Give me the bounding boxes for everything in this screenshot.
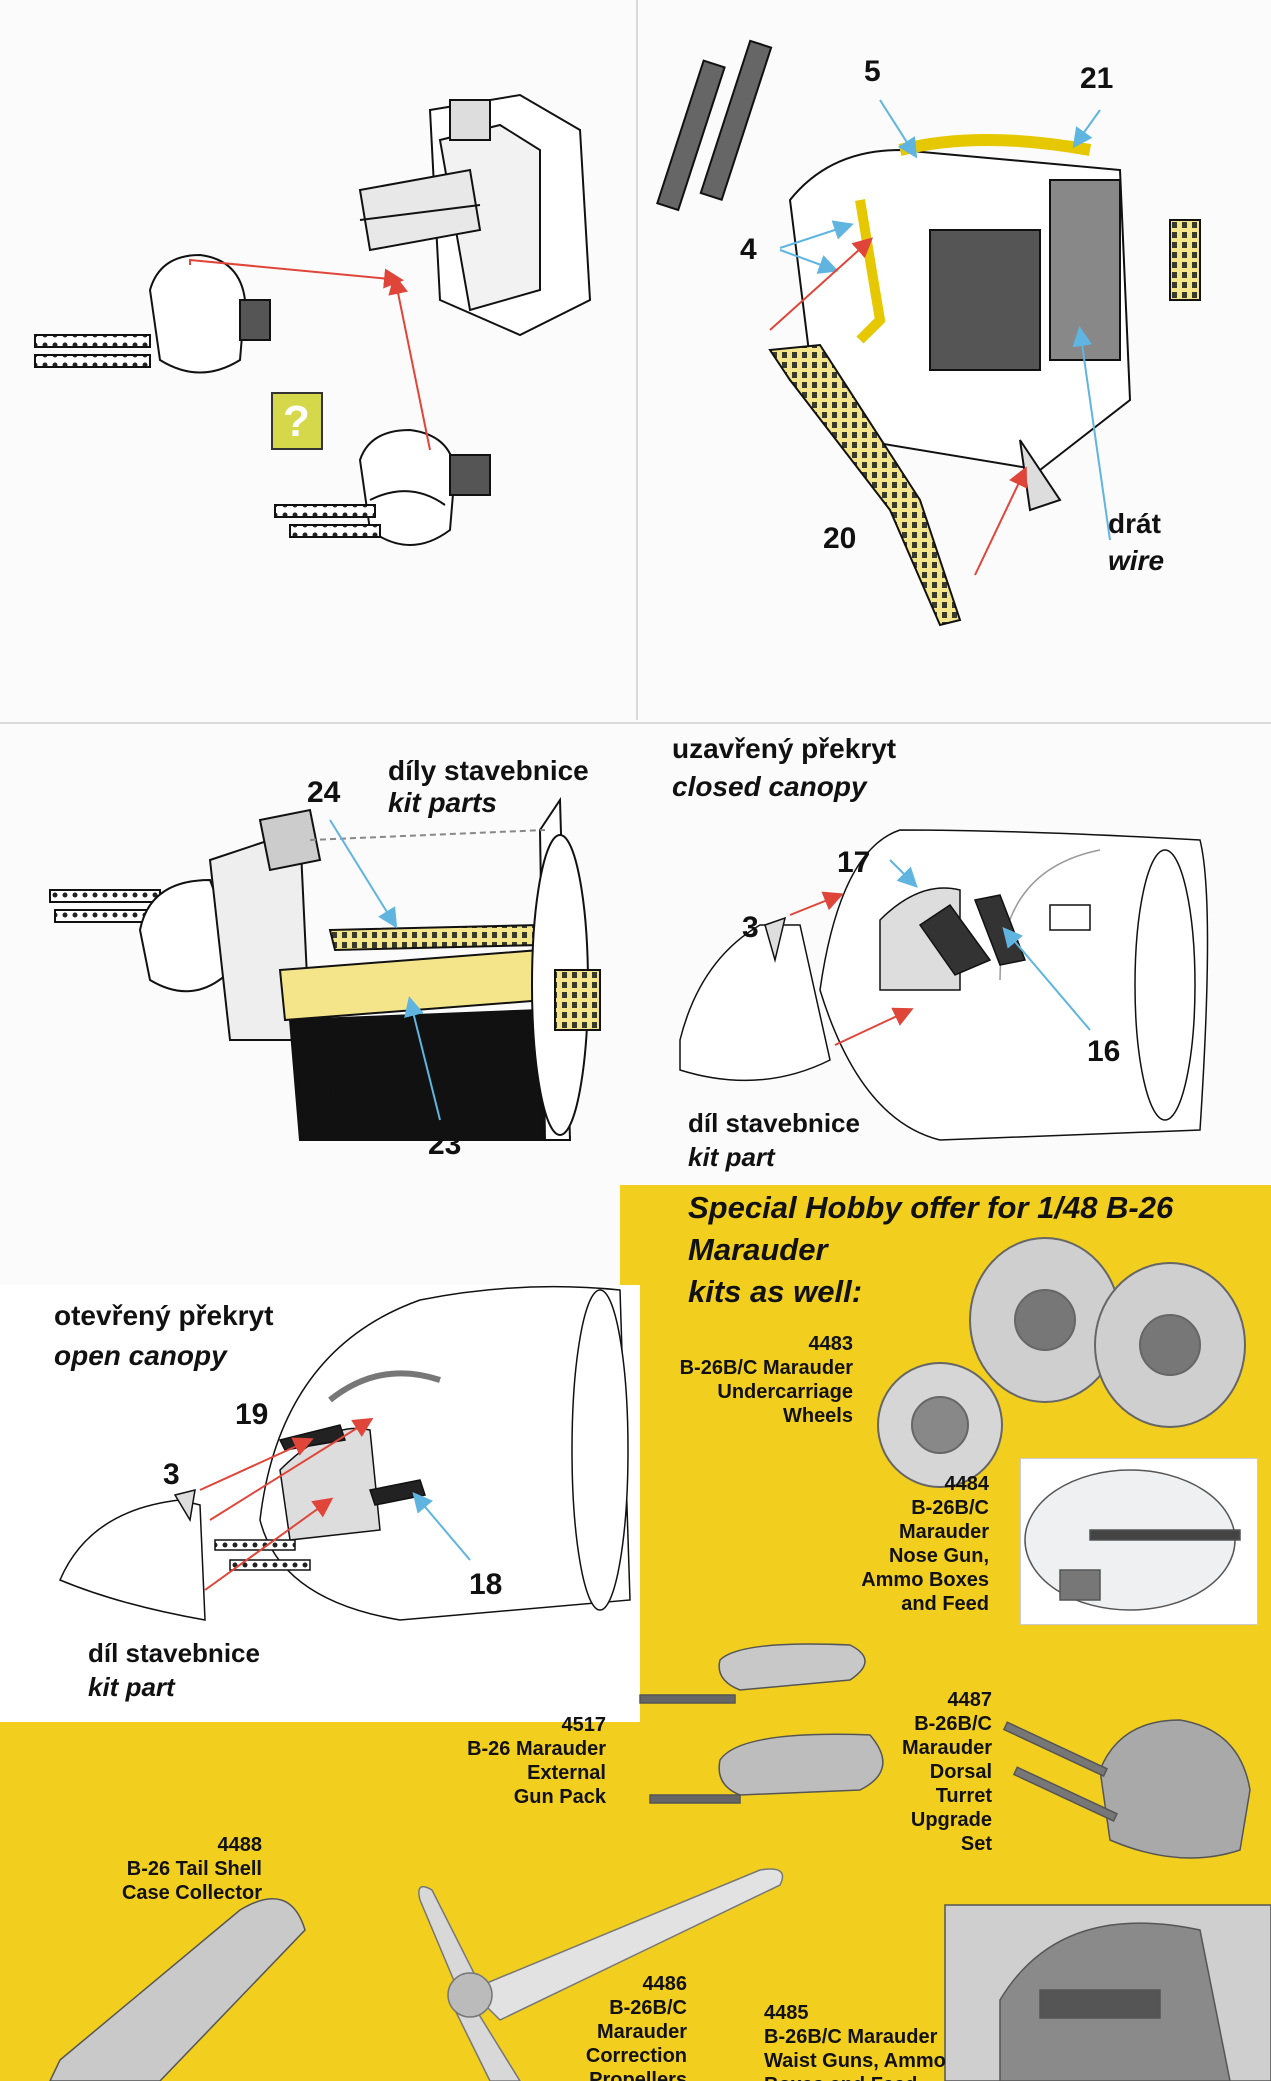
fold-line — [636, 0, 638, 720]
product-line: Turret — [935, 1785, 992, 1807]
part-number-24: 24 — [307, 776, 341, 809]
product-line: Gun Pack — [513, 1786, 606, 1808]
part-number-18: 18 — [469, 1568, 503, 1601]
product-4517: 4517 B-26 Marauder External Gun Pack — [467, 1713, 606, 1809]
product-line: Correction — [585, 2045, 687, 2067]
closed-canopy-title-en: closed canopy — [672, 771, 867, 802]
product-4486: 4486 B-26B/C Marauder Correction Propell… — [586, 1972, 687, 2081]
product-line: B-26 Tail Shell — [126, 1858, 262, 1880]
product-code: 4487 — [947, 1689, 993, 1711]
product-4485: 4485 B-26B/C Marauder Waist Guns, Ammo B… — [764, 2001, 946, 2081]
part-number-16: 16 — [1087, 1035, 1121, 1068]
product-line: Case Collector — [121, 1882, 262, 1904]
open-canopy-title-cz: otevřený překryt — [54, 1300, 274, 1331]
product-line: Boxes and Feed — [764, 2073, 946, 2081]
product-line: Marauder — [596, 2021, 687, 2043]
product-line: B-26B/C Marauder — [679, 1357, 853, 1379]
open-kit-part-en: kit part — [88, 1672, 175, 1702]
question-box — [271, 392, 323, 450]
closed-canopy-title-cz: uzavřený překryt — [672, 733, 897, 764]
shell-collector-render — [49, 1898, 306, 2081]
product-line: B-26B/C — [609, 1997, 687, 2019]
product-line: and Feed — [901, 1593, 989, 1615]
part-number-4: 4 — [740, 233, 757, 266]
wire-label-cz: drát — [1108, 508, 1161, 539]
product-line: B-26B/C — [911, 1497, 989, 1519]
fuselage-interior-drawing — [49, 796, 601, 1141]
waist-guns-render — [944, 1904, 1271, 2081]
product-line: Marauder — [898, 1521, 989, 1543]
product-4483: 4483 B-26B/C Marauder Undercarriage Whee… — [680, 1332, 853, 1428]
part-number-20: 20 — [823, 522, 857, 555]
product-line: Undercarriage — [717, 1381, 853, 1403]
part-number-5: 5 — [864, 55, 881, 88]
part-number-17: 17 — [837, 846, 871, 879]
closed-kit-part-en: kit part — [688, 1142, 775, 1172]
gun-pack-render — [639, 1643, 884, 1804]
product-code: 4486 — [642, 1973, 688, 1995]
offer-title: Special Hobby offer for 1/48 B-26 Maraud… — [688, 1187, 1271, 1313]
turret-dome-drawing — [34, 253, 271, 374]
part-number-3: 3 — [742, 911, 759, 944]
turret-assembly-drawing — [656, 39, 1201, 512]
open-canopy-drawing — [59, 1285, 631, 1621]
product-code: 4485 — [764, 2002, 809, 2024]
offer-title-line2: kits as well: — [688, 1274, 863, 1309]
product-line: B-26B/C Marauder — [764, 2026, 938, 2048]
propeller-render — [418, 1868, 784, 2081]
wire-label-en: wire — [1108, 545, 1165, 576]
product-line: Set — [960, 1833, 992, 1855]
part-number-25: 25 — [312, 1080, 346, 1113]
part-number-3-open: 3 — [163, 1458, 180, 1491]
question-mark: ? — [283, 397, 310, 446]
product-code: 4483 — [808, 1333, 854, 1355]
fold-line — [0, 722, 1271, 724]
ammo-belt-drawing — [768, 343, 962, 627]
nose-gun-render — [1024, 1469, 1241, 1611]
turret-dome-alt-drawing — [274, 428, 491, 546]
part-number-23: 23 — [428, 1128, 462, 1161]
product-4487: 4487 B-26B/C Marauder Dorsal Turret Upgr… — [902, 1688, 992, 1856]
product-line: External — [527, 1762, 606, 1784]
product-line: Marauder — [901, 1737, 992, 1759]
product-4488: 4488 B-26 Tail Shell Case Collector — [122, 1833, 262, 1905]
closed-canopy-drawing — [679, 829, 1209, 1141]
offer-title-line1: Special Hobby offer for 1/48 B-26 Maraud… — [688, 1190, 1174, 1267]
dorsal-turret-render — [1002, 1719, 1251, 1859]
product-line: Dorsal — [929, 1761, 992, 1783]
closed-kit-part-cz: díl stavebnice — [688, 1108, 860, 1138]
product-code: 4517 — [561, 1714, 607, 1736]
kit-parts-label-cz: díly stavebnice — [388, 755, 589, 786]
product-line: B-26B/C — [914, 1713, 992, 1735]
open-canopy-title-en: open canopy — [54, 1340, 227, 1371]
product-line: B-26 Marauder — [467, 1738, 606, 1760]
product-line: Ammo Boxes — [861, 1569, 989, 1591]
turret-mount-drawing — [358, 93, 592, 337]
part-number-19: 19 — [235, 1398, 269, 1431]
product-line: Nose Gun, — [888, 1545, 989, 1567]
product-code: 4484 — [944, 1473, 990, 1495]
product-4484: 4484 B-26B/C Marauder Nose Gun, Ammo Box… — [861, 1472, 989, 1616]
kit-parts-label-en: kit parts — [388, 787, 497, 818]
product-line: Upgrade — [910, 1809, 992, 1831]
product-line: Propellers — [589, 2069, 687, 2081]
open-kit-part-cz: díl stavebnice — [88, 1638, 260, 1668]
part-number-21: 21 — [1080, 62, 1114, 95]
wheels-render — [877, 1237, 1246, 1488]
product-code: 4488 — [217, 1834, 263, 1856]
product-line: Wheels — [782, 1405, 853, 1427]
product-line: Waist Guns, Ammo — [764, 2050, 946, 2072]
